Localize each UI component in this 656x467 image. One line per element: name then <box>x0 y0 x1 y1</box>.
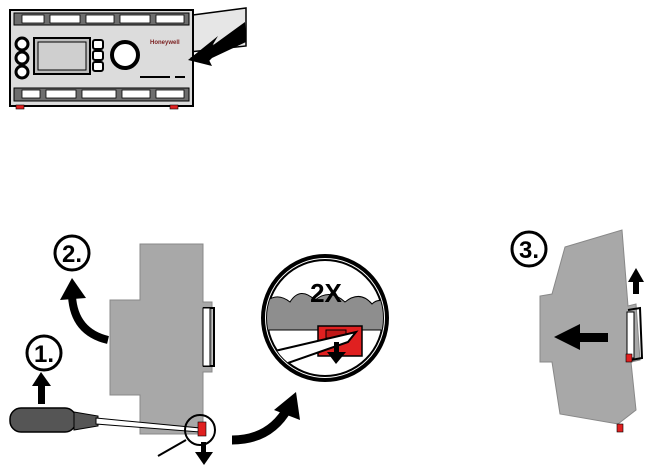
step-2-label: 2. <box>62 241 82 268</box>
to-detail-arrow <box>231 405 292 445</box>
screwdriver-icon <box>9 407 201 433</box>
magnifier-circle <box>184 414 216 446</box>
lift-up-arrow <box>628 268 644 282</box>
terminal-blocks-top <box>21 14 185 24</box>
foot-right <box>169 104 179 110</box>
housing-side <box>109 243 213 435</box>
step-1-badge: 1. <box>25 334 63 372</box>
step-3-label: 3. <box>519 237 539 264</box>
slide-left-arrow <box>554 324 580 350</box>
brand-label: Honeywell <box>150 40 180 46</box>
tilt-arrow <box>68 295 110 344</box>
controller-device: Honeywell <box>9 7 247 110</box>
pull-up-arrow <box>32 372 51 386</box>
repeat-count: 2X <box>310 278 342 308</box>
terminal-blocks-bottom <box>21 89 185 99</box>
step-3-view <box>539 229 644 433</box>
removal-side-view <box>9 243 300 465</box>
step-2-badge: 2. <box>53 234 91 272</box>
foot-left <box>15 104 25 110</box>
detail-zoom: 2X <box>261 254 389 382</box>
rotary-knob <box>110 40 140 70</box>
housing-tilted <box>539 229 641 425</box>
step-3-badge: 3. <box>510 230 548 268</box>
step-1-label: 1. <box>34 341 54 368</box>
side-buttons <box>14 36 30 80</box>
